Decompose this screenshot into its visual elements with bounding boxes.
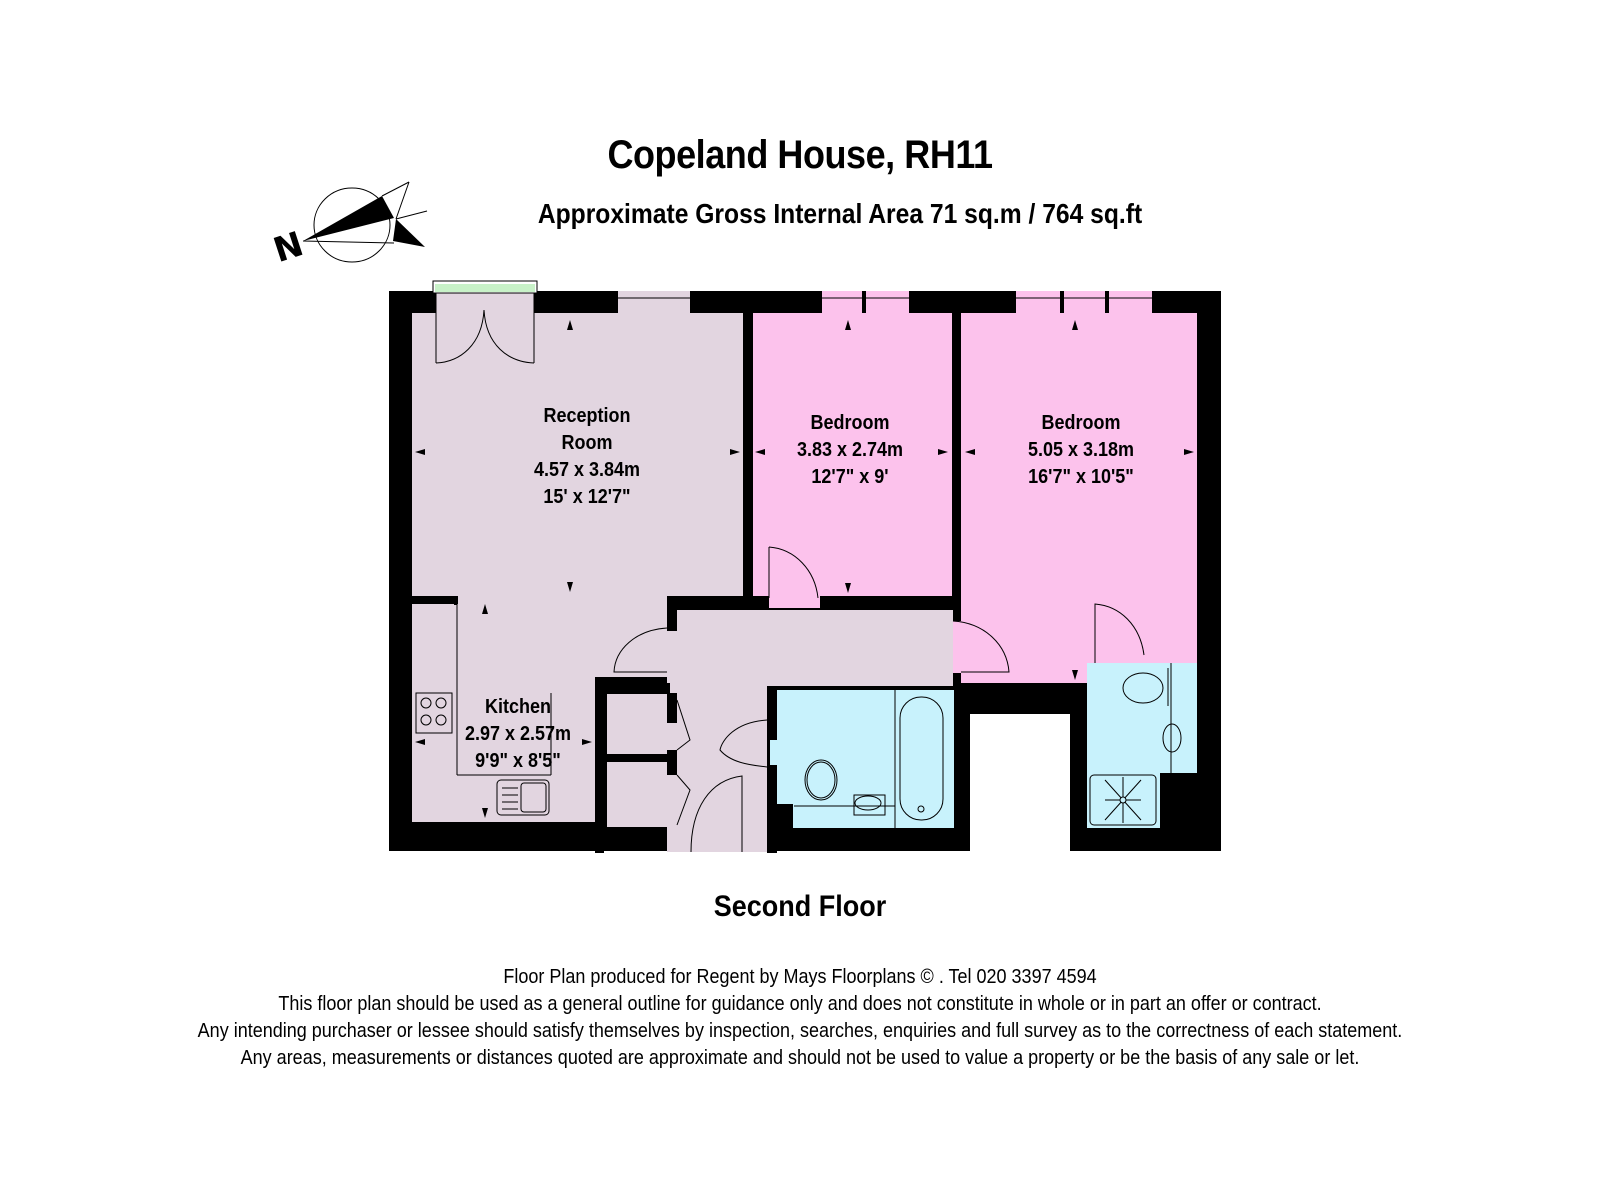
ensuite-sink-icon [1162,723,1182,753]
room-label-kitchen: Kitchen 2.97 x 2.57m 9'9" x 8'5" [464,696,572,772]
kitchen-sink-icon [496,779,550,816]
sink-icon [853,794,886,816]
disclaimer-line-2: Any intending purchaser or lessee should… [197,1020,1403,1042]
room-label-bedroom-1: Bedroom 3.83 x 2.74m 12'7" x 9' [796,412,904,488]
shower-tray-icon [1089,774,1157,826]
room-label-reception: Reception Room 4.57 x 3.84m 15' x 12'7" [533,405,641,508]
cupboard-1 [607,694,671,755]
disclaimer: Floor Plan produced for Regent by Mays F… [80,964,1520,1072]
north-label: N [269,224,308,271]
gross-internal-area: Approximate Gross Internal Area 71 sq.m … [537,198,1143,229]
bathroom-floor [770,690,954,828]
cupboard-2 [607,762,671,827]
ensuite-floor [1087,663,1197,773]
disclaimer-line-credit: Floor Plan produced for Regent by Mays F… [503,966,1097,988]
floor-label: Second Floor [713,890,887,923]
windows [432,280,1152,364]
disclaimer-line-3: Any areas, measurements or distances quo… [240,1047,1360,1069]
hob-icon [415,692,453,734]
property-title: Copeland House, RH11 [607,133,993,177]
disclaimer-line-1: This floor plan should be used as a gene… [278,993,1322,1015]
bathtub-icon [899,696,944,821]
bedroom-2-floor [961,313,1197,683]
room-label-bedroom-2: Bedroom 5.05 x 3.18m 16'7" x 10'5" [1027,412,1135,488]
bedroom-1-floor [753,313,952,596]
toilet-icon [804,759,838,801]
compass-icon: N [269,181,428,271]
ensuite-toilet-icon [1122,672,1164,704]
measurement-markers [415,320,1194,818]
